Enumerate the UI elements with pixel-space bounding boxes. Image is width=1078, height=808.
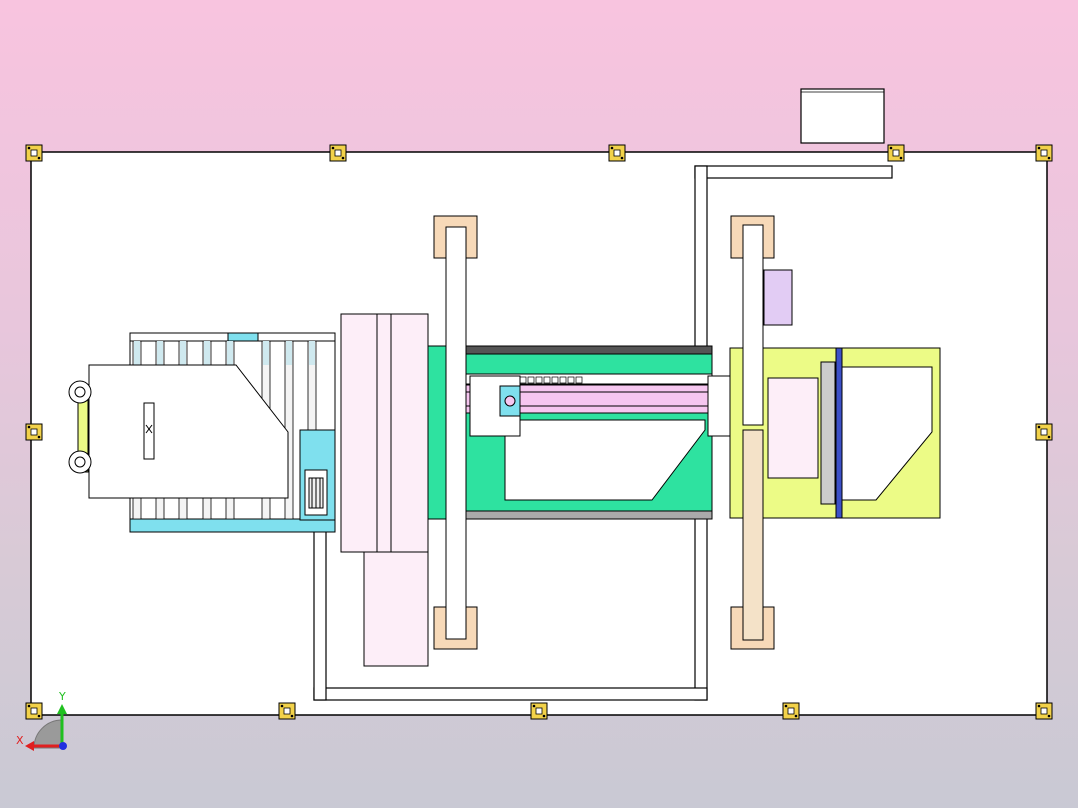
- x-axis-label: X: [16, 734, 24, 747]
- gantry-beam-left[interactable]: [433, 215, 478, 650]
- mount-bracket[interactable]: [25, 423, 43, 441]
- chain-link: [519, 376, 527, 384]
- mount-brackets: [25, 144, 1053, 720]
- mount-bracket[interactable]: [782, 702, 800, 720]
- mount-bracket[interactable]: [25, 702, 43, 720]
- mount-bracket[interactable]: [608, 144, 626, 162]
- mount-bracket[interactable]: [1035, 144, 1053, 162]
- chain-link: [543, 376, 551, 384]
- chain-link: [575, 376, 583, 384]
- mount-bracket[interactable]: [329, 144, 347, 162]
- infeed-conveyor[interactable]: [68, 332, 336, 533]
- y-axis-label: Y: [58, 690, 66, 703]
- control-panel[interactable]: [800, 88, 885, 144]
- sheet-stack[interactable]: [340, 313, 429, 667]
- chain-link: [559, 376, 567, 384]
- mount-bracket[interactable]: [1035, 423, 1053, 441]
- mount-bracket[interactable]: [278, 702, 296, 720]
- mount-bracket[interactable]: [25, 144, 43, 162]
- frame-rail-bottom: [313, 529, 708, 701]
- chain-link: [551, 376, 559, 384]
- axis-triad: Y X: [16, 690, 67, 751]
- mount-bracket[interactable]: [1035, 702, 1053, 720]
- gantry-beam-right[interactable]: [730, 215, 775, 650]
- mount-bracket[interactable]: [530, 702, 548, 720]
- chain-link: [535, 376, 543, 384]
- chain-link: [567, 376, 575, 384]
- mount-bracket[interactable]: [887, 144, 905, 162]
- z-axis-dot: [59, 742, 67, 750]
- output-table[interactable]: [729, 269, 941, 519]
- chain-link: [527, 376, 535, 384]
